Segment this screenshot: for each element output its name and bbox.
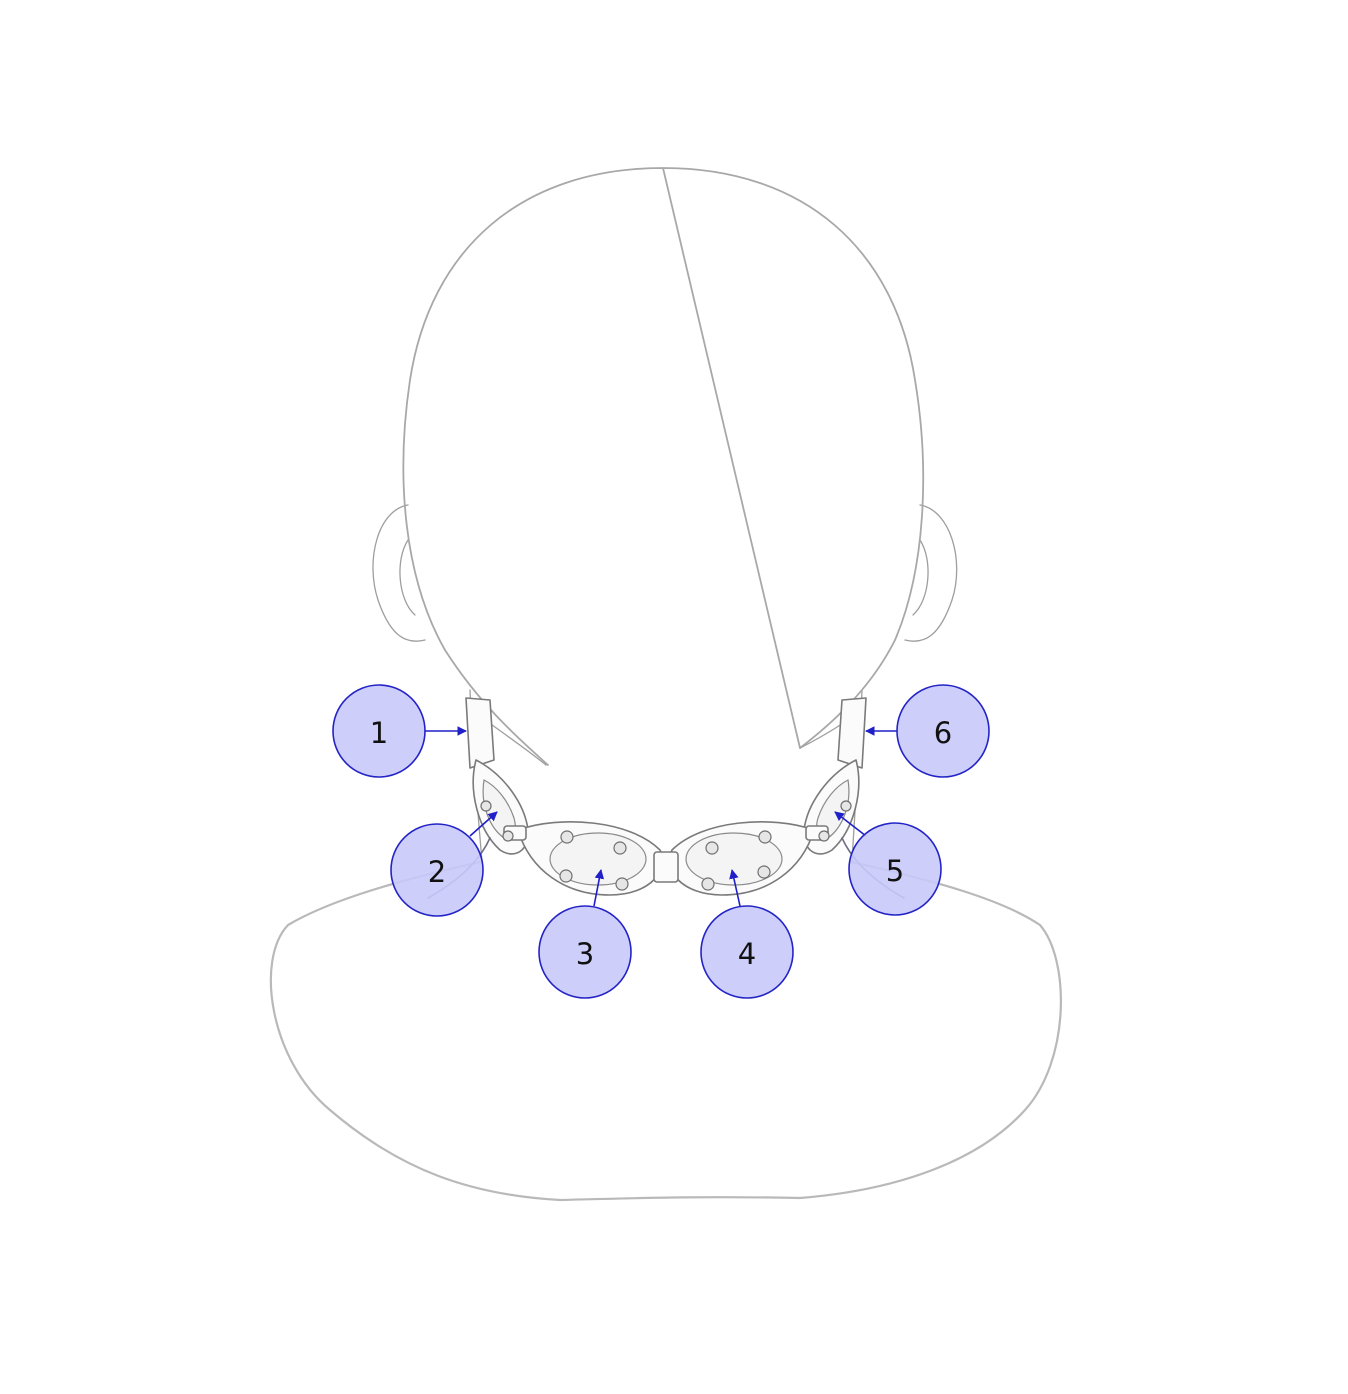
right-ear-inner — [912, 539, 929, 616]
electrode — [613, 841, 627, 855]
left-ear-inner — [399, 539, 416, 616]
leader-line-4 — [729, 869, 741, 907]
leader-line-3 — [593, 869, 605, 907]
leader-line-5 — [834, 811, 867, 837]
electrode — [559, 869, 573, 883]
callout-5-label: 5 — [886, 854, 904, 888]
electrode — [818, 830, 830, 842]
callout-2-label: 2 — [428, 855, 446, 889]
callout-3-label: 3 — [576, 937, 594, 971]
callout-4: 4 — [700, 905, 794, 999]
electrode — [502, 830, 514, 842]
electrode — [480, 800, 492, 812]
callout-6: 6 — [896, 684, 990, 778]
right-ear — [904, 504, 958, 642]
callout-4-label: 4 — [738, 937, 756, 971]
electrode — [615, 877, 629, 891]
callout-2: 2 — [390, 823, 484, 917]
callout-6-label: 6 — [934, 716, 952, 750]
callout-1: 1 — [332, 684, 426, 778]
device-right-band — [837, 697, 867, 769]
leader-line-2 — [469, 811, 498, 837]
device-bridge — [653, 851, 679, 883]
right-jaw-line — [799, 721, 846, 749]
electrode — [757, 865, 771, 879]
head-outline — [402, 167, 925, 766]
shoulders-outline — [269, 860, 1062, 1202]
callout-3: 3 — [538, 905, 632, 999]
device-left-band — [465, 697, 495, 769]
callout-1-label: 1 — [370, 716, 388, 750]
electrode — [758, 830, 772, 844]
callout-5: 5 — [848, 822, 942, 916]
electrode — [705, 841, 719, 855]
electrode — [701, 877, 715, 891]
electrode — [840, 800, 852, 812]
electrode — [560, 830, 574, 844]
left-ear — [372, 504, 426, 642]
left-jaw-line — [487, 721, 547, 766]
